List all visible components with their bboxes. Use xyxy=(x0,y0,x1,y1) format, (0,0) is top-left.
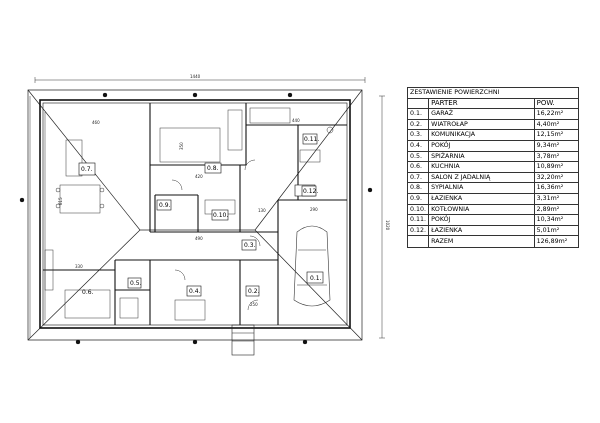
row-number: 0.7. xyxy=(406,171,430,184)
room-name: WIATROŁAP xyxy=(428,118,535,131)
overall-width-dim: 1440 xyxy=(190,74,201,79)
exterior-walls xyxy=(39,99,351,329)
room-tag-corridor: 0.3. xyxy=(244,242,256,249)
row-number: 0.3. xyxy=(406,129,430,141)
garage-width-dim: 290 xyxy=(310,207,318,212)
row-number: 0.6. xyxy=(406,161,430,173)
section-markers xyxy=(19,92,373,345)
room-tag-boiler: 0.10. xyxy=(213,212,228,219)
area-summary-table: ZESTAWIENIE POWIERZCHNI PARTER POW. 0.1.… xyxy=(406,87,580,249)
room-tag-room: 0.4. xyxy=(189,288,201,295)
room-tags xyxy=(78,133,324,297)
bottom-left-dim: 330 xyxy=(75,264,83,269)
dimension-lines xyxy=(29,77,385,339)
row-number: 0.4. xyxy=(406,139,430,152)
area-header: POW. xyxy=(533,97,580,110)
small-a-dim: 130 xyxy=(258,208,266,213)
interior-walls xyxy=(43,103,347,325)
salon-width-dim: 460 xyxy=(92,120,100,125)
table-title: ZESTAWIENIE POWIERZCHNI xyxy=(407,87,579,99)
room-area: 16,22m² xyxy=(533,108,580,120)
room-tag-windlock: 0.2. xyxy=(248,288,260,295)
row-number: 0.5. xyxy=(406,150,430,163)
small-b-dim: 250 xyxy=(250,302,258,307)
corridor-width-dim: 490 xyxy=(195,236,203,241)
room-tag-kitchen: 0.6. xyxy=(82,289,94,296)
room-area: 2,89m² xyxy=(533,203,580,216)
total-area: 126,89m² xyxy=(533,235,580,249)
fixtures xyxy=(44,107,334,321)
room-name: ŁAZIENKA xyxy=(428,192,535,205)
bedroom-width-dim: 420 xyxy=(195,174,203,179)
room-area: 9,34m² xyxy=(533,139,580,152)
row-number: 0.2. xyxy=(406,118,430,131)
row-number: 0.11. xyxy=(406,214,430,226)
room-name: KOMUNIKACJA xyxy=(428,129,535,141)
car-icon xyxy=(293,225,331,307)
room-area: 5,01m² xyxy=(533,224,580,237)
floor-header: PARTER xyxy=(428,97,535,110)
room-name: GARAŻ xyxy=(428,108,535,120)
room-area: 12,15m² xyxy=(533,129,580,141)
room-name: POKÓJ xyxy=(428,139,535,152)
room-tag-bedroom: 0.8. xyxy=(207,165,219,172)
bedroom-depth-dim: 350 xyxy=(179,142,184,150)
room-name: SALON Z JADALNIĄ xyxy=(428,171,535,184)
row-number: 0.1. xyxy=(406,108,430,120)
room-area: 3,78m² xyxy=(533,150,580,163)
room-tag-bathroom-2: 0.12. xyxy=(303,188,318,195)
roof-outline xyxy=(27,89,363,341)
room-tag-bathroom: 0.9. xyxy=(159,202,171,209)
row-number: 0.8. xyxy=(406,182,430,194)
left-depth-dim: 815 xyxy=(58,197,63,205)
room-area: 3,31m² xyxy=(533,192,580,205)
room-name: SPIŻARNIA xyxy=(428,150,535,163)
room-name: POKÓJ xyxy=(428,214,535,226)
table-corner xyxy=(406,97,430,110)
door-swings xyxy=(171,159,261,311)
room-name: KOTŁOWNIA xyxy=(428,203,535,216)
room-tag-room-2: 0.11. xyxy=(304,136,319,143)
room-area: 10,34m² xyxy=(533,214,580,226)
room-name: SYPIALNIA xyxy=(428,182,535,194)
row-number: 0.9. xyxy=(406,192,430,205)
room-name: KUCHNIA xyxy=(428,161,535,173)
entrance-steps xyxy=(231,324,255,356)
room-area: 10,89m² xyxy=(533,161,580,173)
top-right-width-dim: 440 xyxy=(292,118,300,123)
room-tag-garage: 0.1. xyxy=(310,275,322,282)
row-number: 0.10. xyxy=(406,203,430,216)
room-area: 32,20m² xyxy=(533,171,580,184)
total-label: RAZEM xyxy=(428,235,535,249)
room-area: 16,36m² xyxy=(533,182,580,194)
room-area: 4,40m² xyxy=(533,118,580,131)
overall-depth-dim: 1020 xyxy=(385,220,390,231)
room-tag-living: 0.7. xyxy=(81,166,93,173)
room-tag-pantry: 0.5. xyxy=(130,280,142,287)
row-number: 0.12. xyxy=(406,224,430,237)
room-name: ŁAZIENKA xyxy=(428,224,535,237)
total-corner xyxy=(406,235,430,249)
